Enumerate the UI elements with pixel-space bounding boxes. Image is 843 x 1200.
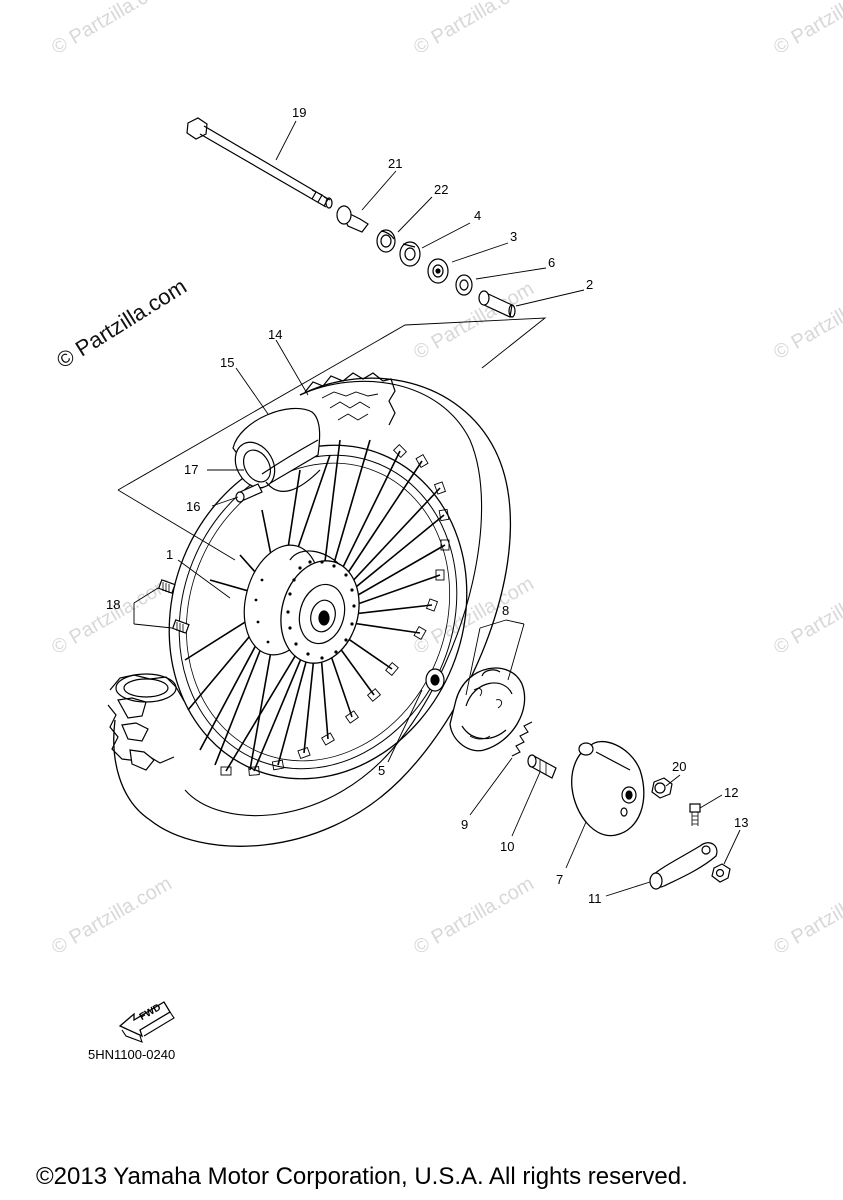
collar-part-21[interactable] <box>336 205 369 233</box>
brake-shoe-part-8[interactable] <box>449 667 526 752</box>
bearing-part-4[interactable] <box>399 241 421 267</box>
camshaft-lever-part-11[interactable] <box>649 842 718 890</box>
label-part-2[interactable]: 2 <box>586 277 594 292</box>
label-part-8[interactable]: 8 <box>502 603 510 618</box>
leader-lines <box>133 120 741 897</box>
seal-part-6[interactable] <box>455 274 473 296</box>
label-part-13[interactable]: 13 <box>734 815 749 830</box>
valve-part-16[interactable] <box>235 483 263 503</box>
label-part-17[interactable]: 17 <box>184 462 199 477</box>
label-part-18[interactable]: 18 <box>106 597 121 612</box>
label-part-4[interactable]: 4 <box>474 208 482 223</box>
tire-part-14[interactable] <box>107 372 512 847</box>
label-part-6[interactable]: 6 <box>548 255 556 270</box>
label-part-3[interactable]: 3 <box>510 229 518 244</box>
nut-part-13[interactable] <box>711 863 731 883</box>
label-part-1[interactable]: 1 <box>166 547 174 562</box>
label-part-9[interactable]: 9 <box>461 817 469 832</box>
label-part-14[interactable]: 14 <box>268 327 283 342</box>
spring-part-9[interactable] <box>511 721 533 757</box>
diagram-code: 5HN1100-0240 <box>88 1047 176 1062</box>
label-part-15[interactable]: 15 <box>220 355 235 370</box>
label-part-5[interactable]: 5 <box>378 763 386 778</box>
brake-plate-part-7[interactable] <box>571 741 645 837</box>
label-part-11[interactable]: 11 <box>588 891 602 906</box>
spoke-nipple-part-18[interactable] <box>157 579 190 634</box>
rim-band-part-17[interactable] <box>261 439 319 475</box>
spacer-part-2[interactable] <box>478 290 516 318</box>
label-part-16[interactable]: 16 <box>186 499 201 514</box>
fwd-arrow-icon <box>118 1001 175 1043</box>
hub-bearing[interactable] <box>425 668 445 692</box>
bolt-part-12[interactable] <box>689 803 701 826</box>
nut-part-20[interactable] <box>651 777 673 799</box>
oil-seal-part-22[interactable] <box>376 229 396 253</box>
label-part-20[interactable]: 20 <box>672 759 687 774</box>
label-part-22[interactable]: 22 <box>434 182 449 197</box>
axle-part-19[interactable] <box>186 117 333 209</box>
copyright-notice: ©2013 Yamaha Motor Corporation, U.S.A. A… <box>36 1163 688 1190</box>
label-part-12[interactable]: 12 <box>724 785 739 800</box>
camshaft-part-10[interactable] <box>527 754 557 779</box>
bearing-part-3[interactable] <box>427 258 449 284</box>
label-part-10[interactable]: 10 <box>500 839 515 854</box>
label-part-7[interactable]: 7 <box>556 872 564 887</box>
label-part-19[interactable]: 19 <box>292 105 307 120</box>
hub-part-1[interactable] <box>233 537 370 672</box>
label-part-21[interactable]: 21 <box>388 156 403 171</box>
tube-part-15[interactable] <box>227 407 321 494</box>
